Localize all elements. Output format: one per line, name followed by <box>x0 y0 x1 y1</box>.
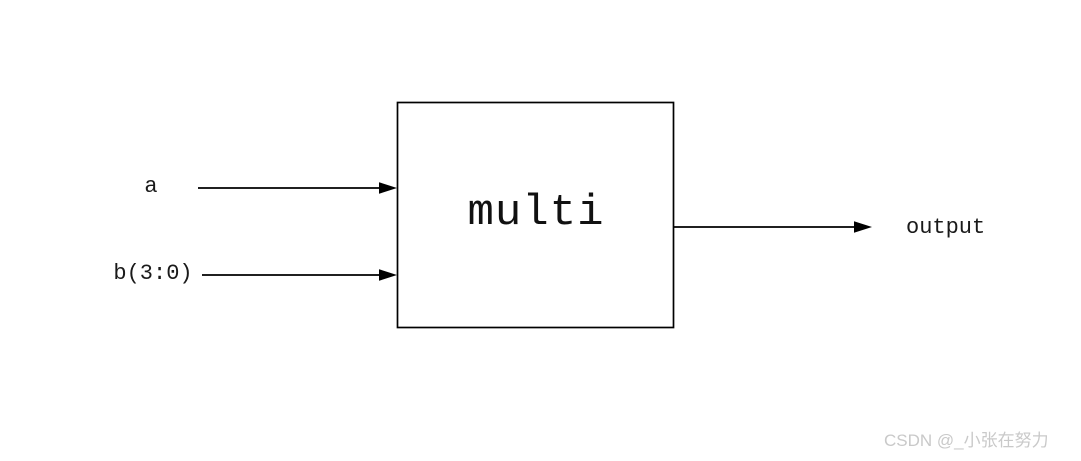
input-a-arrowhead-icon <box>379 182 397 194</box>
input-b-label: b(3:0) <box>113 261 193 286</box>
input-b-arrowhead-icon <box>379 269 397 281</box>
module-block-rect <box>396 101 675 329</box>
module-block-label: multi <box>467 188 605 238</box>
input-a-label: a <box>144 174 158 199</box>
output-label: output <box>906 215 986 240</box>
output-arrowhead-icon <box>854 221 872 233</box>
csdn-watermark: CSDN @_小张在努力 <box>884 431 1049 450</box>
